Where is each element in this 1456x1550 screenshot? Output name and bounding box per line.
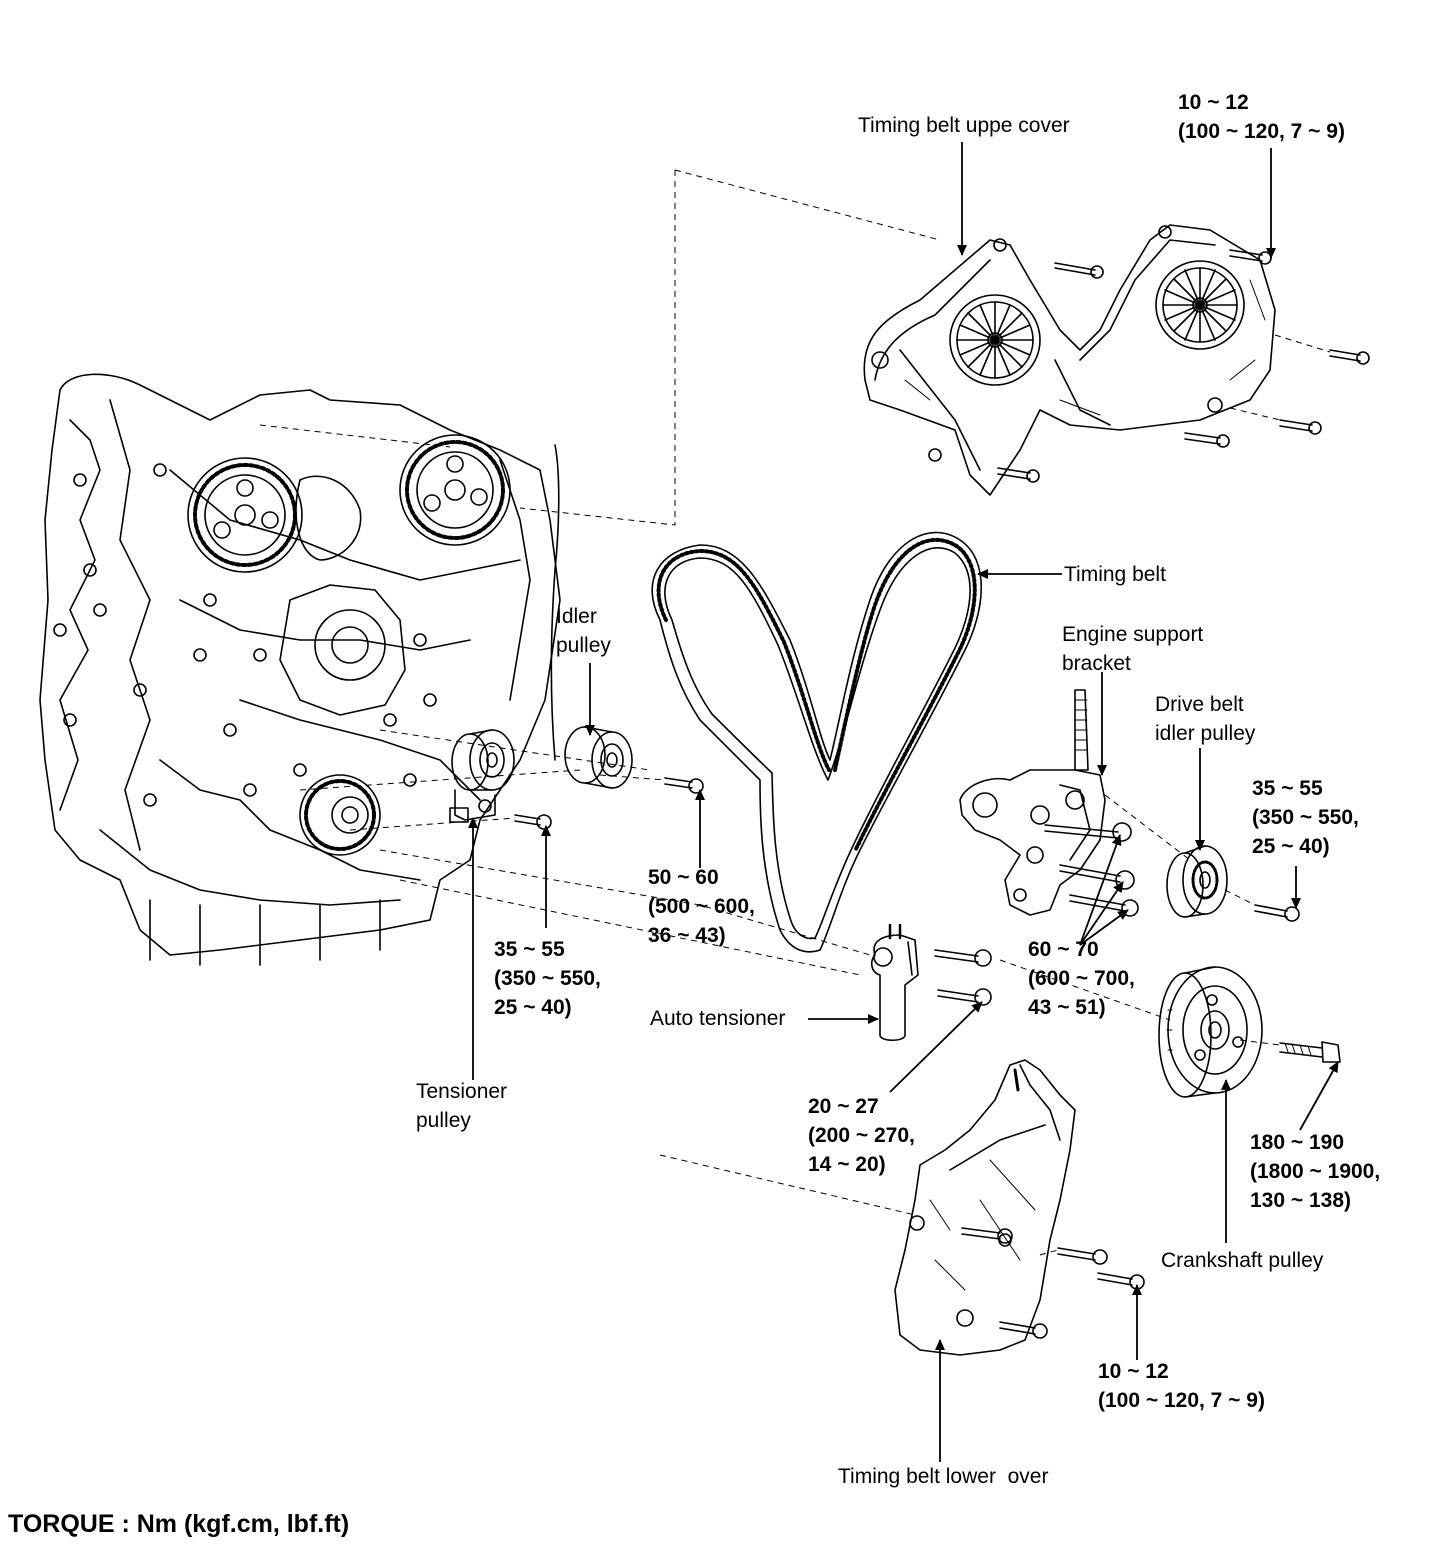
torque-idler-pulley-bolt: 50 ~ 60 (500 ~ 600, 36 ~ 43)	[648, 866, 755, 947]
engine-block	[39, 373, 561, 966]
label-timing-belt: Timing belt	[1064, 563, 1166, 586]
idler-pulley-bolt	[664, 777, 704, 794]
torque-tensioner-pulley-bolt: 35 ~ 55 (350 ~ 550, 25 ~ 40)	[494, 938, 601, 1019]
crankshaft-pulley	[1158, 966, 1263, 1098]
timing-belt	[651, 531, 983, 953]
torque-support-bracket-bolts: 60 ~ 70 (600 ~ 700, 43 ~ 51)	[1028, 938, 1135, 1019]
timing-belt-lower-cover	[894, 1059, 1076, 1356]
leader-arrows	[468, 142, 1339, 1462]
drive-belt-idler-pulley	[1166, 845, 1228, 918]
label-crankshaft-pulley: Crankshaft pulley	[1161, 1249, 1324, 1272]
upper-cover-bolts	[997, 249, 1370, 483]
torque-auto-tensioner-bolts: 20 ~ 27 (200 ~ 270, 14 ~ 20)	[808, 1095, 915, 1176]
torque-units-footer: TORQUE : Nm (kgf.cm, lbf.ft)	[8, 1510, 350, 1538]
auto-tensioner-bolts	[934, 949, 992, 1006]
engine-support-bracket	[959, 689, 1106, 916]
label-timing-belt-upper-cover: Timing belt uppe cover	[858, 114, 1070, 137]
alignment-lines	[259, 169, 1331, 1256]
label-drive-belt-idler-pulley: Drive belt idler pulley	[1155, 693, 1256, 745]
torque-lower-cover-bolts: 10 ~ 12 (100 ~ 120, 7 ~ 9)	[1098, 1360, 1265, 1412]
lower-cover-bolts	[961, 1227, 1145, 1339]
label-auto-tensioner: Auto tensioner	[650, 1007, 786, 1030]
torque-upper-cover-bolts: 10 ~ 12 (100 ~ 120, 7 ~ 9)	[1178, 91, 1345, 143]
timing-belt-upper-cover	[863, 224, 1276, 496]
tensioner-pulley	[449, 729, 515, 823]
drive-belt-idler-bolt	[1254, 904, 1300, 922]
label-idler-pulley: Idler pulley	[556, 605, 611, 657]
auto-tensioner	[870, 923, 919, 1042]
label-timing-belt-lower-cover: Timing belt lower over	[838, 1465, 1049, 1488]
idler-pulley	[564, 726, 633, 789]
torque-crankshaft-pulley-bolt: 180 ~ 190 (1800 ~ 1900, 130 ~ 138)	[1250, 1131, 1381, 1212]
crankshaft-pulley-bolt	[1279, 1041, 1341, 1063]
label-tensioner-pulley: Tensioner pulley	[416, 1080, 508, 1132]
support-bracket-bolts	[1044, 822, 1139, 917]
torque-drive-belt-idler-bolt: 35 ~ 55 (350 ~ 550, 25 ~ 40)	[1252, 777, 1359, 858]
label-engine-support-bracket: Engine support bracket	[1062, 623, 1204, 675]
